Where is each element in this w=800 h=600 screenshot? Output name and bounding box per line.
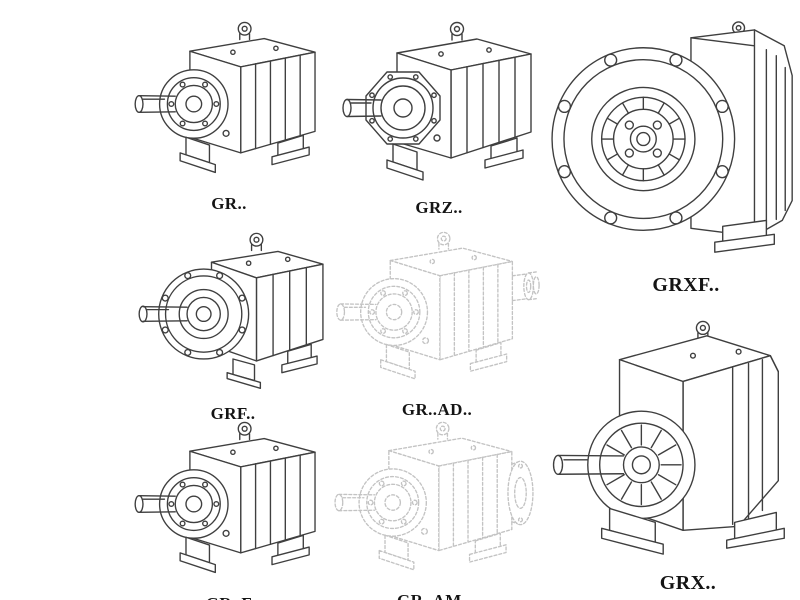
figure-grx: GRX.. (540, 314, 800, 595)
grf-gearbox-drawing (138, 232, 324, 389)
figure-grxf: GRXF.. (538, 16, 800, 297)
figure-label-grx: GRX.. (659, 572, 717, 594)
figure-label-grz: GRZ.. (415, 198, 463, 217)
grf-foot-gearbox-drawing (134, 421, 316, 574)
figure-label-gram: GR..AM.. (397, 591, 471, 600)
figure-label-grxf: GRXF.. (652, 274, 720, 296)
grx-gearbox-drawing (552, 320, 785, 555)
figure-label-grad: GR..AD.. (401, 400, 473, 419)
figure-label-grf: GRF.. (210, 404, 256, 423)
figure-grff: GR..F (128, 418, 330, 600)
gr-gearbox-drawing (134, 21, 316, 174)
grxf-gearbox-drawing (551, 21, 793, 253)
figure-grz: GRZ.. (336, 18, 542, 218)
grad-gearbox-drawing (336, 231, 540, 380)
gram-gearbox-drawing (334, 421, 534, 571)
figure-gram: GR..AM.. (328, 418, 540, 600)
figure-gr: GR.. (128, 18, 330, 214)
figure-label-gr: GR.. (211, 194, 247, 213)
figure-grad: GR..AD.. (330, 228, 544, 420)
figure-grf: GRF.. (132, 228, 334, 424)
figure-label-grff: GR..F (206, 594, 252, 600)
grz-gearbox-drawing (342, 21, 532, 181)
